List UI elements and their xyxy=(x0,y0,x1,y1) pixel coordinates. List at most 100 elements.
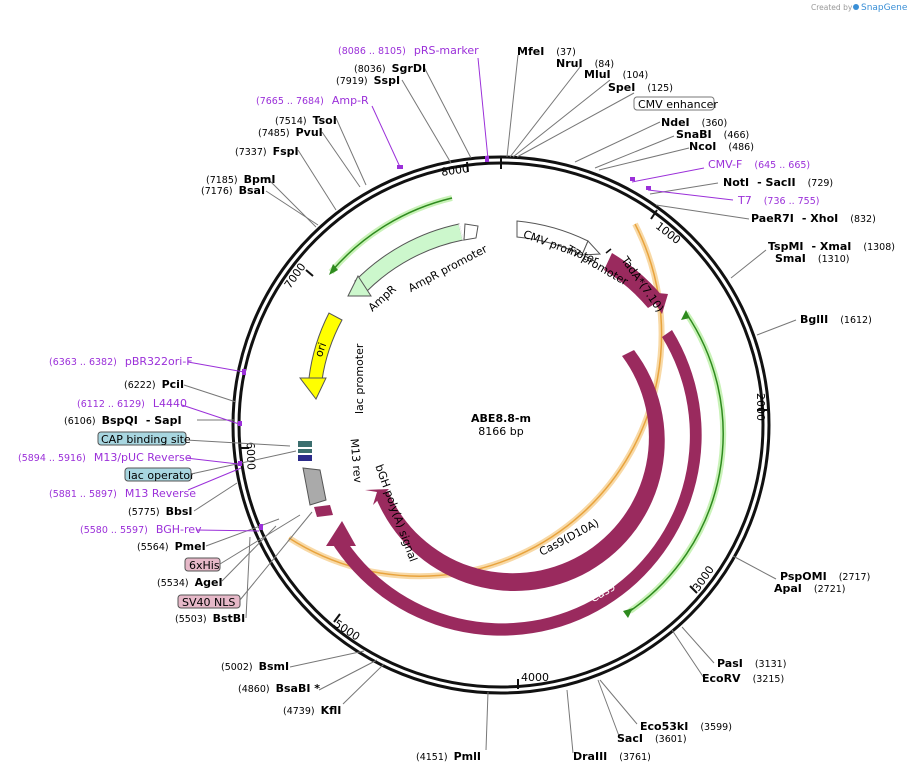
sixhis-box xyxy=(184,557,221,572)
plasmid-name: ABE8.8-m xyxy=(471,412,531,425)
enzyme-kfli: (4739)KflI xyxy=(283,704,341,717)
tick-mark-8000 xyxy=(466,161,469,173)
feature-bgh: bGH poly(A) signal xyxy=(372,463,419,564)
enzyme-sgrdi: (8036)SgrDI xyxy=(354,62,426,75)
cas9-arrowhead xyxy=(326,521,356,546)
enzyme-bpmi: (7185)BpmI xyxy=(206,173,275,186)
enzyme-bsai: (7176)BsaI xyxy=(201,184,265,197)
feature-ori: ori xyxy=(312,341,329,359)
feature-cap-binding-site: CAP binding site xyxy=(101,433,191,446)
t7-promoter-mark xyxy=(605,248,612,254)
primer-m13-puc-reverse: (5894 .. 5916)M13/pUC Reverse xyxy=(18,451,192,464)
enzyme-labels: MfeI(37) NruI(84) MluI(104) SpeI(125) Nd… xyxy=(64,45,895,763)
green-arc-right-arrowhead xyxy=(681,310,690,320)
primer-pbr322ori: (6363 .. 6382)pBR322ori-F xyxy=(49,355,193,368)
primer-prs-marker: (8086 .. 8105)pRS-marker xyxy=(338,44,479,57)
cmv-enhancer-box xyxy=(633,96,715,111)
enzyme-ndei: NdeI(360) xyxy=(661,116,727,129)
lac-promoter-block xyxy=(298,441,312,447)
primer-m13-reverse: (5881 .. 5897)M13 Reverse xyxy=(49,487,196,500)
tick-label-5000: 5000 xyxy=(332,617,363,643)
primer-amp-r: (7665 .. 7684)Amp-R xyxy=(256,94,369,107)
sv40-leader xyxy=(239,511,313,601)
tada-arc xyxy=(604,253,664,308)
enzyme-apai: ApaI(2721) xyxy=(774,582,846,595)
enzyme-smai: SmaI(1310) xyxy=(775,252,850,265)
primer-leaders xyxy=(181,57,734,532)
tick-label-2000: 2000 xyxy=(754,393,767,421)
enzyme-pmli: (4151)PmlI xyxy=(416,750,481,763)
enzyme-bsabi: (4860)BsaBI * xyxy=(238,682,320,695)
enzyme-tspmi: TspMI- XmaI(1308) xyxy=(768,240,895,253)
primer-labels: (8086 .. 8105)pRS-marker (7665 .. 7684)A… xyxy=(18,44,819,536)
tick-mark-7000 xyxy=(305,269,314,277)
enzyme-draiii: DraIII(3761) xyxy=(573,750,651,763)
credit-brand: SnapGene xyxy=(861,3,908,13)
credit-prefix: Created by xyxy=(811,3,853,12)
tick-mark-3000 xyxy=(689,585,698,594)
enzyme-bglii: BglII(1612) xyxy=(800,313,872,326)
tick-mark-5000 xyxy=(333,613,341,623)
enzyme-spei: SpeI(125) xyxy=(608,81,673,94)
cap-leader xyxy=(185,439,291,447)
enzyme-leaders xyxy=(183,54,797,754)
enzyme-mlui: MluI(104) xyxy=(584,68,648,81)
feature-m13-rev: M13 rev xyxy=(348,438,365,484)
enzyme-ncoi: NcoI(486) xyxy=(689,140,754,153)
enzyme-snabi: SnaBI(466) xyxy=(676,128,749,141)
bgh-polya-block xyxy=(302,467,327,506)
enzyme-ecorv: EcoRV(3215) xyxy=(702,672,784,685)
primer-marks xyxy=(238,156,651,530)
primer-l4440: (6112 .. 6129)L4440 xyxy=(77,397,187,410)
green-feature-arc-right xyxy=(629,312,724,612)
green-arc-left-arrowhead xyxy=(329,264,338,275)
sv40-nls-block xyxy=(314,505,333,517)
enzyme-bsmi: (5002)BsmI xyxy=(221,660,289,673)
enzyme-noti: NotI- SacII(729) xyxy=(723,176,833,189)
enzyme-tsoi: (7514)TsoI xyxy=(275,114,337,127)
cas9-d10a-cut-mark xyxy=(619,347,635,351)
lac-operator-leader xyxy=(190,450,297,475)
ori-arrowhead xyxy=(298,377,327,400)
cas9-d10a-arrowhead xyxy=(365,489,389,505)
enzyme-bspqi: (6106)BspQI- SapI xyxy=(64,414,182,427)
feature-sixhis: 6xHis xyxy=(189,559,220,572)
enzyme-eco53ki: Eco53kI(3599) xyxy=(640,720,732,733)
tick-mark-1000 xyxy=(650,209,658,220)
enzyme-sspi: (7919)SspI xyxy=(336,74,400,87)
ampr-arrowhead xyxy=(347,274,372,297)
snapgene-credit: Created by SnapGene xyxy=(811,3,908,13)
feature-lac-promoter: lac promoter xyxy=(353,343,366,414)
cas9-d10a-arc xyxy=(376,350,665,591)
outer-orange-feature-arc xyxy=(288,223,663,577)
cap-binding-site-box xyxy=(97,431,187,446)
plasmid-size: 8166 bp xyxy=(478,425,523,438)
green-arc-right-arrowhead-2 xyxy=(623,608,633,618)
enzyme-pspomi: PspOMI(2717) xyxy=(780,570,870,583)
tick-label-4000: 4000 xyxy=(521,671,549,684)
feature-sv40: SV40 NLS xyxy=(182,596,235,609)
feature-cmv-enhancer: CMV enhancer xyxy=(638,98,718,111)
enzyme-pasi: PasI(3131) xyxy=(717,657,786,670)
boxed-feature-labels: CAP binding site lac operator 6xHis SV40… xyxy=(97,431,313,609)
enzyme-fspi: (7337)FspI xyxy=(235,145,299,158)
tada-arrowhead xyxy=(648,292,668,314)
tick-label-8000: 8000 xyxy=(440,162,470,179)
ampr-start xyxy=(458,223,464,241)
enzyme-agei: (5534)AgeI xyxy=(157,576,223,589)
enzyme-pmei: (5564)PmeI xyxy=(137,540,206,553)
enzyme-srui: NruI(84) xyxy=(556,57,614,70)
tick-label-6000: 6000 xyxy=(244,442,258,470)
snapgene-logo-icon xyxy=(853,4,859,10)
sixhis-leader xyxy=(219,514,301,565)
cmv-promoter-arrowhead xyxy=(581,240,602,256)
enzyme-mfei: MfeI(37) xyxy=(517,45,576,58)
primer-bgh-rev: (5580 .. 5597)BGH-rev xyxy=(80,523,202,536)
enzyme-pvui: (7485)PvuI xyxy=(258,126,323,139)
lac-operator-box xyxy=(124,467,192,482)
feature-labels: CMV enhancer CMV promoter T7 promoter Ta… xyxy=(312,96,718,605)
sv40-box xyxy=(177,594,241,609)
enzyme-saci: SacI(3601) xyxy=(617,732,687,745)
